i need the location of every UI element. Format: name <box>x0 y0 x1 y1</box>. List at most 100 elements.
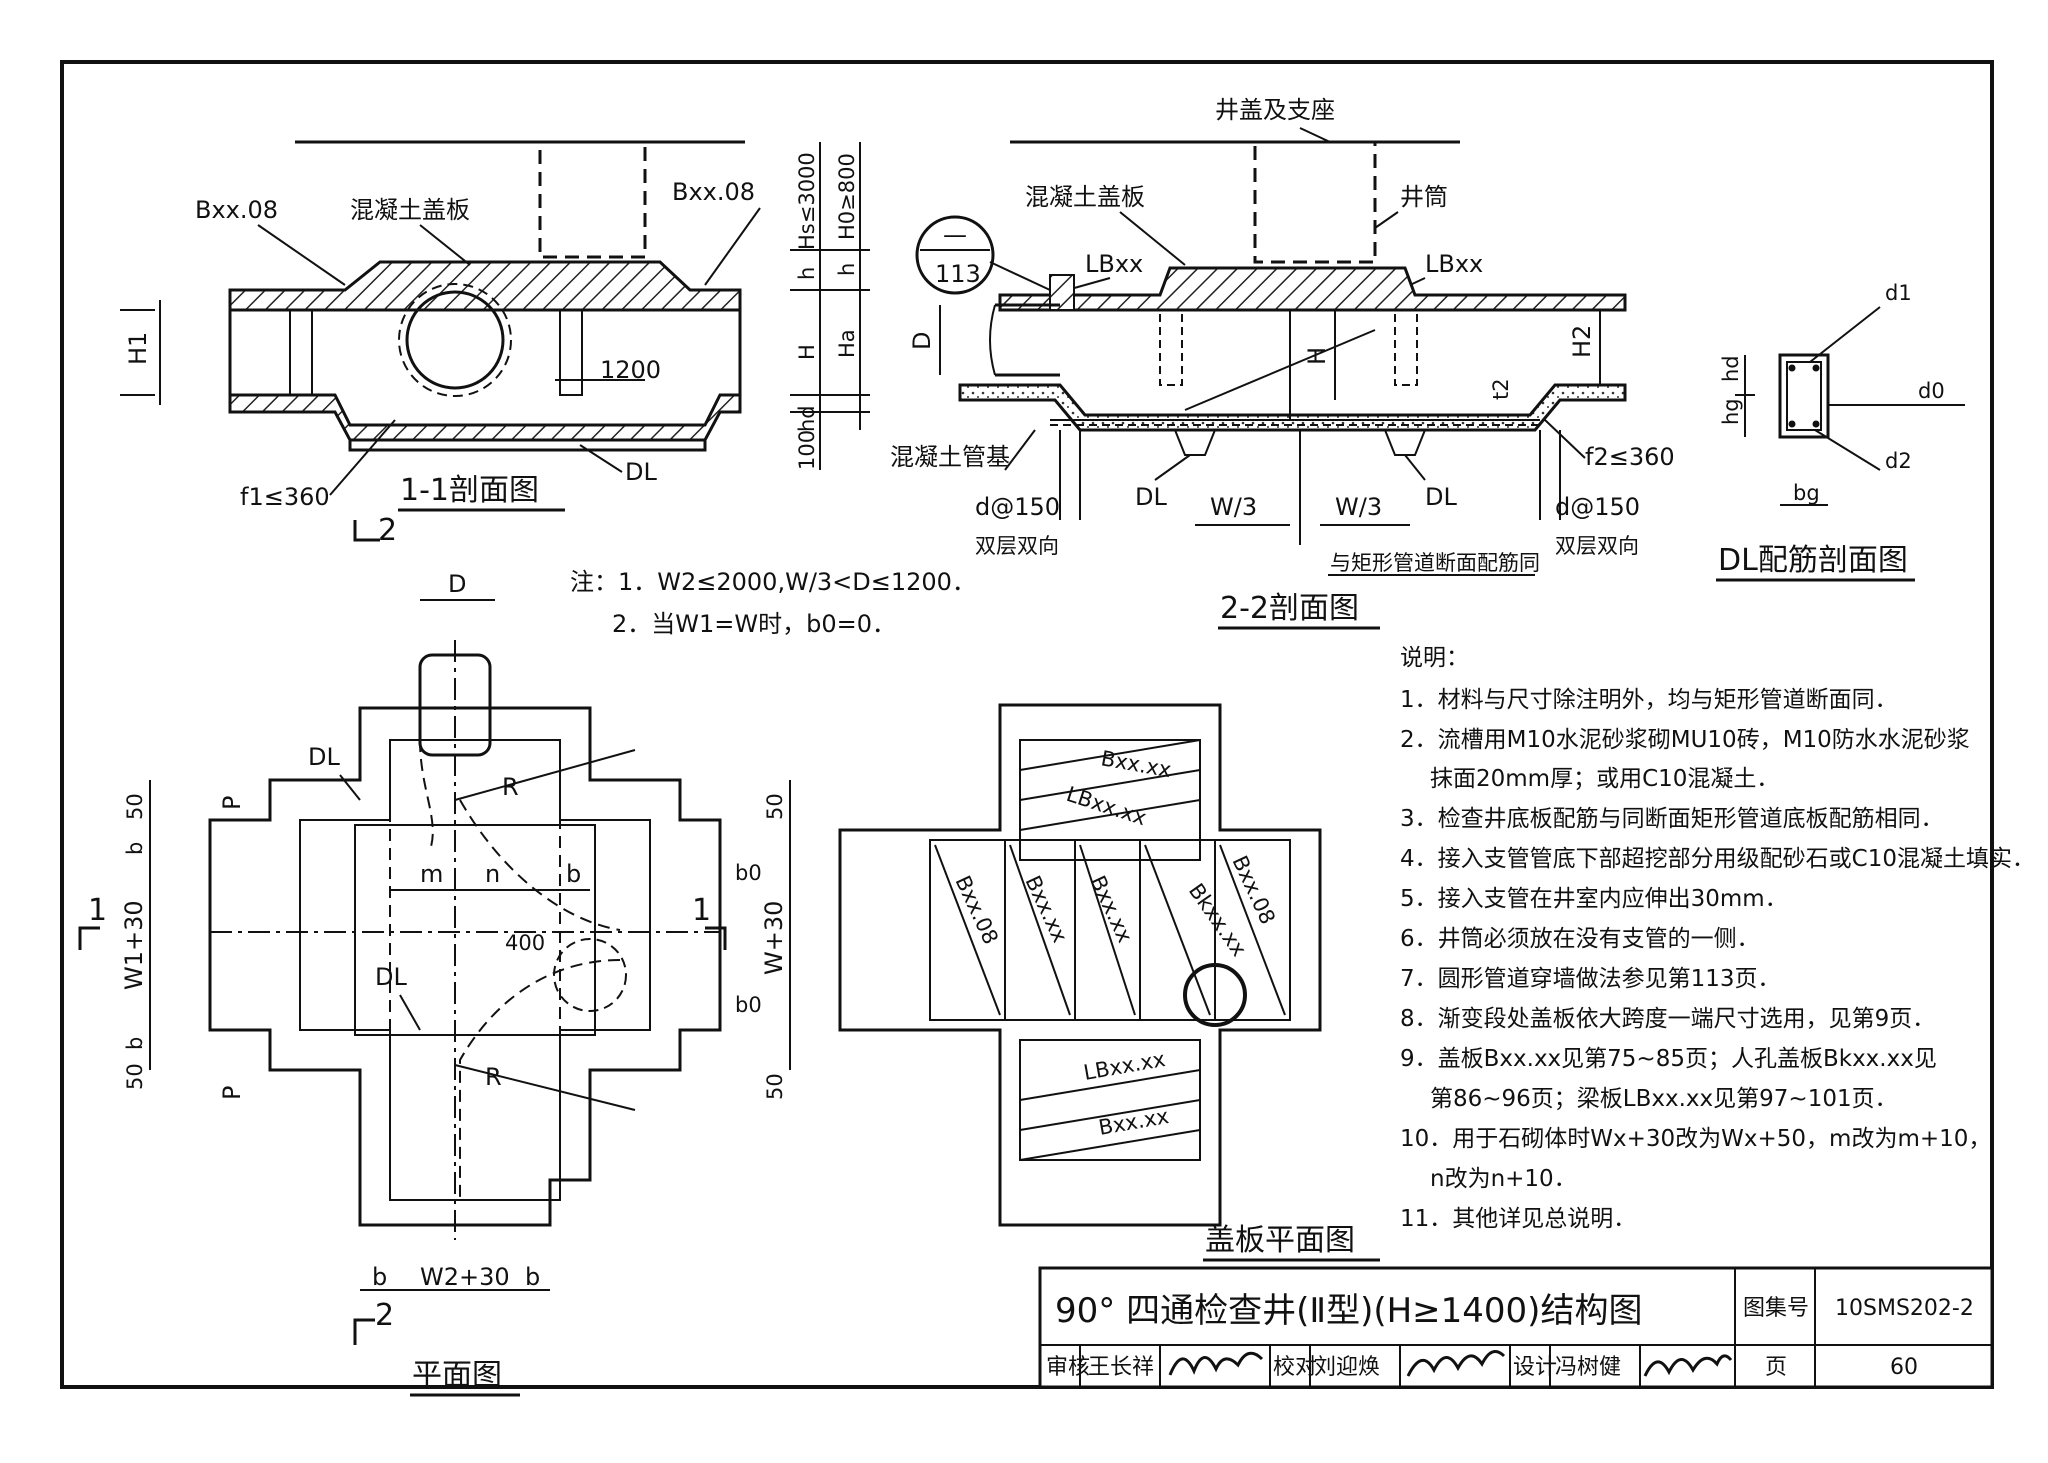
w1-30-label: W1+30 <box>120 900 148 990</box>
explain-8: 8．渐变段处盖板依大跨度一端尺寸选用，见第9页． <box>1400 1006 1935 1032</box>
section-1-left-mark: 1 <box>88 893 107 928</box>
notes-top: 注：1．W2≤2000,W/3<D≤1200． 2．当W1=W时，b0=0． <box>570 568 976 638</box>
b-left-top: b <box>123 842 147 855</box>
dl-label-2b: DL <box>1425 483 1457 511</box>
cover-plan-view: Bxx.08 Bxx.xx Bxx.xx Bkxx.xx Bxx.08 Bxx.… <box>838 703 1380 1262</box>
dl-rebar-section: hd hg d1 d0 d2 bg DL配筋剖面图 <box>1716 281 1965 582</box>
note-line-1: 注：1．W2≤2000,W/3<D≤1200． <box>570 568 976 596</box>
note-line-2: 2．当W1=W时，b0=0． <box>612 610 896 638</box>
n50-right-bottom: 50 <box>763 1073 787 1100</box>
cover-lbxxxx-bottom: LBxx.xx <box>1082 1047 1167 1085</box>
cover-bkxxxx: Bkxx.xx <box>1184 879 1251 961</box>
bxx08-left-label: Bxx.08 <box>195 196 278 224</box>
t2-label: t2 <box>1489 378 1513 400</box>
explain-10: 10．用于石砌体时Wx+30改为Wx+50，m改为m+10， <box>1400 1126 1991 1152</box>
r-top-label: R <box>502 773 519 801</box>
p-top-left: P <box>218 796 246 810</box>
ha-label: Ha <box>835 329 859 358</box>
plan-caption: 平面图 <box>412 1358 502 1393</box>
lbxx-left-label: LBxx <box>1085 250 1143 278</box>
H-label-2-2: H <box>1303 347 1331 365</box>
dl-label-2a: DL <box>1135 483 1167 511</box>
b-bottom-left: b <box>372 1263 387 1291</box>
dl-section-caption: DL配筋剖面图 <box>1718 543 1908 578</box>
n50-left-bottom: 50 <box>123 1063 147 1090</box>
H-label: H <box>795 344 819 360</box>
n400-label: 400 <box>505 931 545 955</box>
check-label: 校对 <box>1273 1355 1317 1380</box>
b0-right-top: b0 <box>735 861 762 885</box>
explain-4: 4．接入支管管底下部超挖部分用级配砂石或C10混凝土填实． <box>1400 846 2035 872</box>
d150-left-label: d@150 <box>975 493 1060 521</box>
same-rebar-label: 与矩形管道断面配筋同 <box>1330 551 1540 575</box>
review-label: 审核 <box>1046 1355 1090 1380</box>
bxx08-right-label: Bxx.08 <box>672 178 755 206</box>
atlas-no: 10SMS202-2 <box>1835 1296 1974 1321</box>
title-block: 90° 四通检查井(Ⅱ型)(H≥1400)结构图 图集号 10SMS202-2 … <box>1038 1266 1994 1389</box>
explain-3: 3．检查井底板配筋与同断面矩形管道底板配筋相同． <box>1400 806 1944 832</box>
bg-label: bg <box>1793 481 1820 505</box>
w3-right-label: W/3 <box>1335 493 1382 521</box>
explain-11: 11．其他详见总说明． <box>1400 1206 1636 1232</box>
w-30-label: W+30 <box>760 901 788 975</box>
explain-5: 5．接入支管在井室内应伸出30mm． <box>1400 886 1788 912</box>
cover-bxxxx-top: Bxx.xx <box>1099 746 1173 782</box>
h2-label: H2 <box>1568 325 1596 358</box>
dl-plan-top: DL <box>308 743 340 771</box>
dl-label-1: DL <box>625 458 657 486</box>
ref-minus: — <box>943 221 967 249</box>
n-label: n <box>485 860 500 888</box>
concrete-cover-label: 混凝土盖板 <box>350 196 470 224</box>
section-1-1: H1 Bxx.08 混凝土盖板 Bxx.08 1200 f1≤360 DL 1-… <box>120 140 761 512</box>
explain-7: 7．圆形管道穿墙做法参见第113页． <box>1400 966 1781 992</box>
h1-label: H1 <box>124 332 152 365</box>
concrete-cover-label-2: 混凝土盖板 <box>1025 183 1145 211</box>
ref-113: 113 <box>935 260 981 288</box>
section-1-1-caption: 1-1剖面图 <box>400 473 539 508</box>
d-label-2-2: D <box>908 332 936 350</box>
plan-view: 2 D R R 400 DL DL m n b P P 50 b W1+30 b… <box>78 513 791 1397</box>
well-shaft-label: 井筒 <box>1400 183 1448 211</box>
b0-right-bottom: b0 <box>735 993 762 1017</box>
explain-2: 2．流槽用M10水泥砂浆砌MU10砖，M10防水水泥砂浆 <box>1400 727 1970 753</box>
cover-bxxxx-2: Bxx.xx <box>1085 872 1137 946</box>
reviewer-signature <box>1168 1351 1264 1376</box>
lbxx-right-label: LBxx <box>1425 250 1483 278</box>
cover-bxxxx-bottom: Bxx.xx <box>1097 1104 1171 1140</box>
title-text: 90° 四通检查井(Ⅱ型)(H≥1400)结构图 <box>1055 1291 1642 1331</box>
m-label: m <box>420 860 443 888</box>
section-2-top-mark: 2 <box>378 513 397 548</box>
explain-9: 9．盖板Bxx.xx见第75~85页；人孔盖板Bkxx.xx见 <box>1400 1046 1937 1072</box>
hs-label: Hs≤3000 <box>795 152 819 250</box>
hg-label: hg <box>1719 398 1743 425</box>
explain-10b: n改为n+10． <box>1430 1166 1577 1192</box>
f1-label: f1≤360 <box>240 483 330 511</box>
w1200-label: 1200 <box>600 356 661 384</box>
checker-signature <box>1406 1350 1506 1377</box>
section-1-right-mark: 1 <box>692 893 711 928</box>
f2-label: f2≤360 <box>1585 443 1675 471</box>
checker-name: 刘迎焕 <box>1314 1355 1380 1380</box>
explanation-notes: 说明： 1．材料与尺寸除注明外，均与矩形管道断面同． 2．流槽用M10水泥砂浆砌… <box>1400 645 2035 1232</box>
h-small-label-1: h <box>795 267 819 280</box>
cover-plan-caption: 盖板平面图 <box>1205 1223 1355 1258</box>
designer-signature <box>1643 1354 1733 1377</box>
double-left-label: 双层双向 <box>975 534 1059 558</box>
hd-label-dl: hd <box>1719 355 1743 382</box>
h100-label: 100 <box>795 430 819 470</box>
page-no: 60 <box>1890 1355 1918 1380</box>
section-2-2-caption: 2-2剖面图 <box>1220 591 1359 626</box>
n50-right-top: 50 <box>763 793 787 820</box>
dl-plan-bottom: DL <box>375 963 407 991</box>
cover-bxx08-left: Bxx.08 <box>950 872 1002 948</box>
r-bottom-label: R <box>485 1063 502 1091</box>
section-2-2: 井盖及支座 井筒 混凝土盖板 LBxx LBxx <box>890 96 1675 630</box>
cover-lbxxxx-top: LBxx.xx <box>1063 782 1149 830</box>
h-small-label-2: h <box>835 263 859 276</box>
d0-label: d0 <box>1918 379 1945 403</box>
designer-name: 冯树健 <box>1555 1355 1621 1380</box>
d1-label: d1 <box>1885 281 1912 305</box>
cover-bxx08-right: Bxx.08 <box>1227 852 1279 928</box>
w2-30-label: W2+30 <box>420 1263 510 1291</box>
